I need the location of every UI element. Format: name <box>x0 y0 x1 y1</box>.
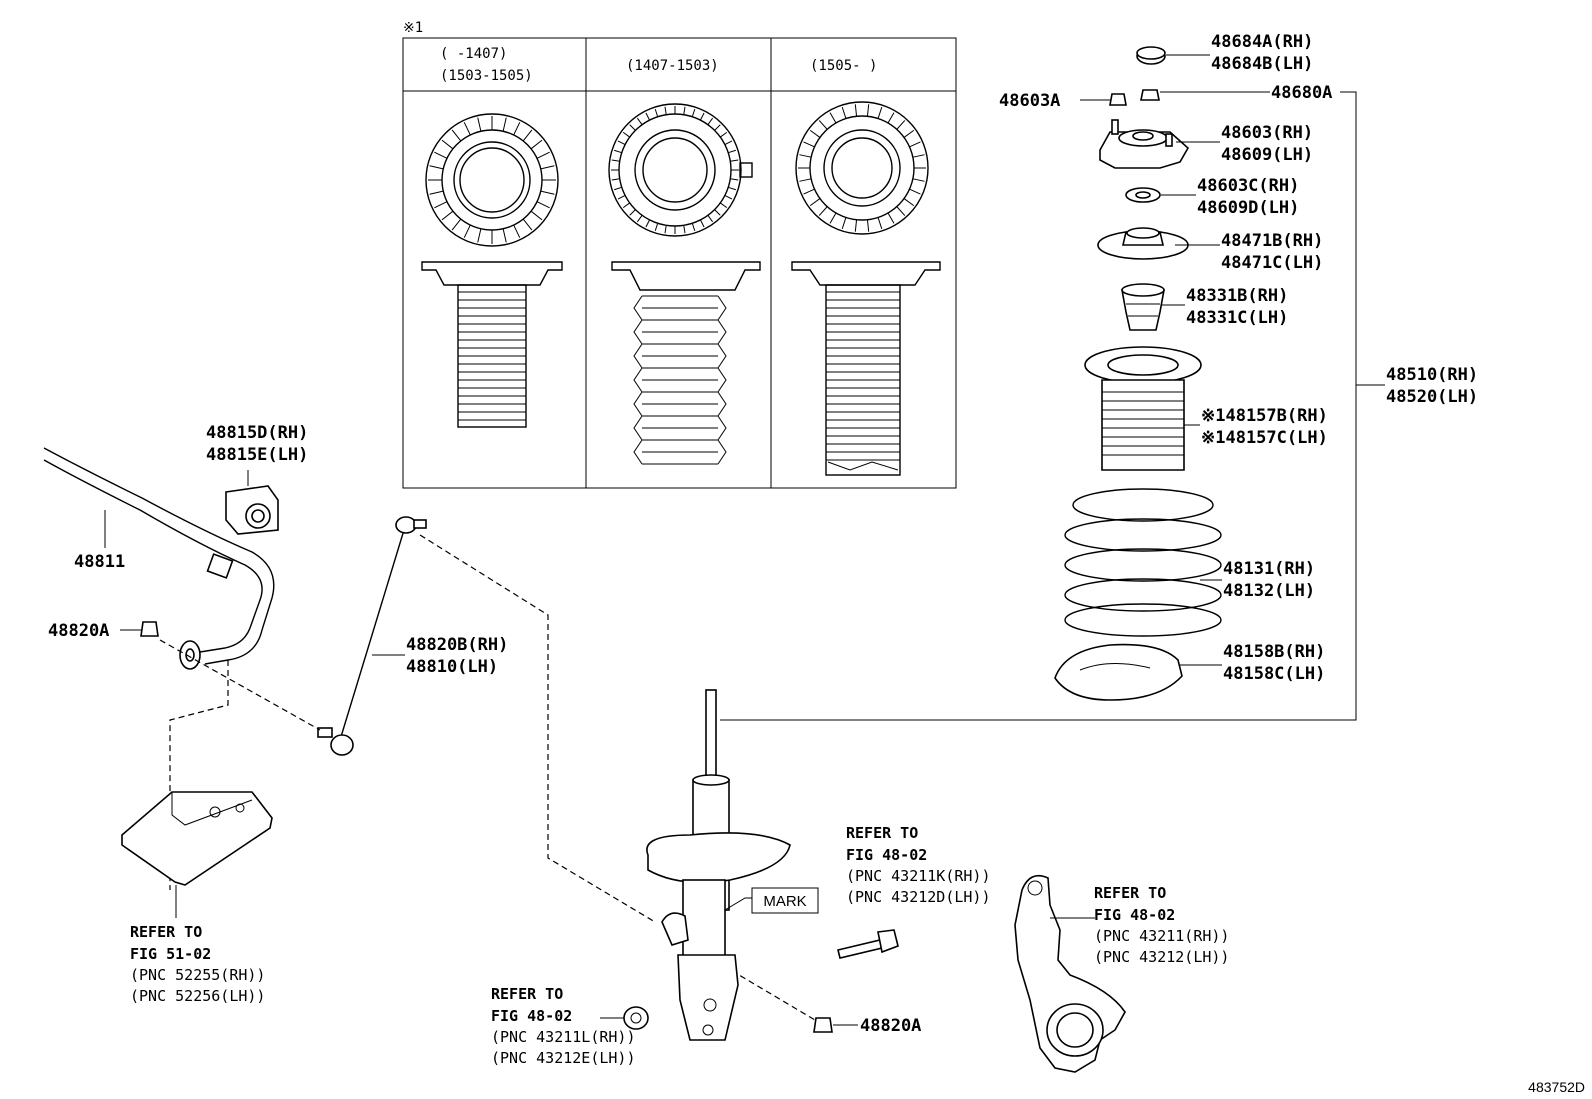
body-bracket <box>121 791 273 918</box>
nut-43211l <box>600 1006 649 1030</box>
nut-48603a <box>1080 93 1127 106</box>
label-48157b: ※148157B(RH) <box>1201 406 1328 426</box>
ref-fig51-line2: FIG 51-02 <box>130 945 211 963</box>
label-48331b: 48331B(RH) <box>1186 286 1288 306</box>
label-48520: 48520(LH) <box>1386 387 1478 407</box>
label-48680a: 48680A <box>1271 83 1332 103</box>
ref-nut-line2: FIG 48-02 <box>491 1007 572 1025</box>
label-48510: 48510(RH) <box>1386 365 1478 385</box>
ref-nut-line3: (PNC 43211L(RH)) <box>491 1028 636 1046</box>
stabilizer-bar-48811 <box>43 447 275 670</box>
ref-knuckle-line4: (PNC 43212(LH)) <box>1094 948 1229 966</box>
mark-callout: MARK <box>751 887 819 914</box>
nut-48820a-bottom <box>813 1017 858 1033</box>
label-48603: 48603(RH) <box>1221 123 1313 143</box>
inset-col1-line2: (1503-1505) <box>440 68 533 84</box>
shock-absorber-strut <box>646 689 791 1041</box>
ref-knuckle-line1: REFER TO <box>1094 884 1166 902</box>
label-48684b: 48684B(LH) <box>1211 54 1313 74</box>
insulator-48158 <box>1054 643 1222 701</box>
label-48471c: 48471C(LH) <box>1221 253 1323 273</box>
ref-bolt-line2: FIG 48-02 <box>846 846 927 864</box>
label-48820a-bottom: 48820A <box>860 1016 921 1036</box>
label-48609: 48609(LH) <box>1221 145 1313 165</box>
ref-fig51-line3: (PNC 52255(RH)) <box>130 966 265 984</box>
bumper-side-view-3 <box>791 261 941 476</box>
ref-knuckle-line3: (PNC 43211(RH)) <box>1094 927 1229 945</box>
bolt-43211k <box>837 929 899 959</box>
stabilizer-link-48820b <box>317 516 427 756</box>
mark-label: MARK <box>763 893 806 910</box>
ref-nut-line1: REFER TO <box>491 985 563 1003</box>
cap-48684 <box>1136 46 1210 65</box>
inset-table: ※1 ( -1407) (1503-1505) (1407-1503) (150… <box>402 20 957 489</box>
support-48603 <box>1099 119 1220 169</box>
coil-spring-48131 <box>1064 488 1222 637</box>
ref-nut-line4: (PNC 43212E(LH)) <box>491 1049 636 1067</box>
assembly-bracket-line <box>720 91 1357 721</box>
seat-48471 <box>1097 227 1220 260</box>
label-48810: 48810(LH) <box>406 657 498 677</box>
bumper-top-view-2 <box>608 103 753 237</box>
inset-col3-line1: (1505- ) <box>810 58 877 74</box>
ref-fig51-line4: (PNC 52256(LH)) <box>130 987 265 1005</box>
nut-48680a <box>1140 89 1270 101</box>
label-48603a: 48603A <box>999 91 1060 111</box>
label-48131: 48131(RH) <box>1223 559 1315 579</box>
label-48684a: 48684A(RH) <box>1211 32 1313 52</box>
label-48815d: 48815D(RH) <box>206 423 308 443</box>
label-48603c: 48603C(RH) <box>1197 176 1299 196</box>
label-48132: 48132(LH) <box>1223 581 1315 601</box>
boot-48157 <box>1084 346 1202 471</box>
ref-fig51-line1: REFER TO <box>130 923 202 941</box>
inset-col2-line1: (1407-1503) <box>626 58 719 74</box>
nut-48820a-left <box>120 621 159 637</box>
label-48471b: 48471B(RH) <box>1221 231 1323 251</box>
ref-bolt-line3: (PNC 43211K(RH)) <box>846 867 991 885</box>
label-48158b: 48158B(RH) <box>1223 642 1325 662</box>
inset-marker: ※1 <box>403 20 423 36</box>
label-48609d: 48609D(LH) <box>1197 198 1299 218</box>
steering-knuckle <box>1014 874 1126 1073</box>
ref-bolt-line4: (PNC 43212D(LH)) <box>846 888 991 906</box>
label-48815e: 48815E(LH) <box>206 445 308 465</box>
bumper-top-view-1 <box>425 113 559 247</box>
bumper-top-view-3 <box>795 101 929 235</box>
bumper-side-view-2 <box>611 261 761 465</box>
figure-id: 483752D <box>1528 1079 1585 1095</box>
label-48157c: ※148157C(LH) <box>1201 428 1328 448</box>
inset-col1-line1: ( -1407) <box>440 46 507 62</box>
label-48820a-left: 48820A <box>48 621 109 641</box>
label-48820b: 48820B(RH) <box>406 635 508 655</box>
label-48331c: 48331C(LH) <box>1186 308 1288 328</box>
label-48158c: 48158C(LH) <box>1223 664 1325 684</box>
ref-knuckle-line2: FIG 48-02 <box>1094 906 1175 924</box>
bumper-side-view-1 <box>421 261 563 428</box>
ref-bolt-line1: REFER TO <box>846 824 918 842</box>
bumper-48331 <box>1121 283 1185 331</box>
label-48811: 48811 <box>74 552 125 572</box>
washer-48603c <box>1125 187 1196 203</box>
bushing-48815 <box>225 470 279 535</box>
